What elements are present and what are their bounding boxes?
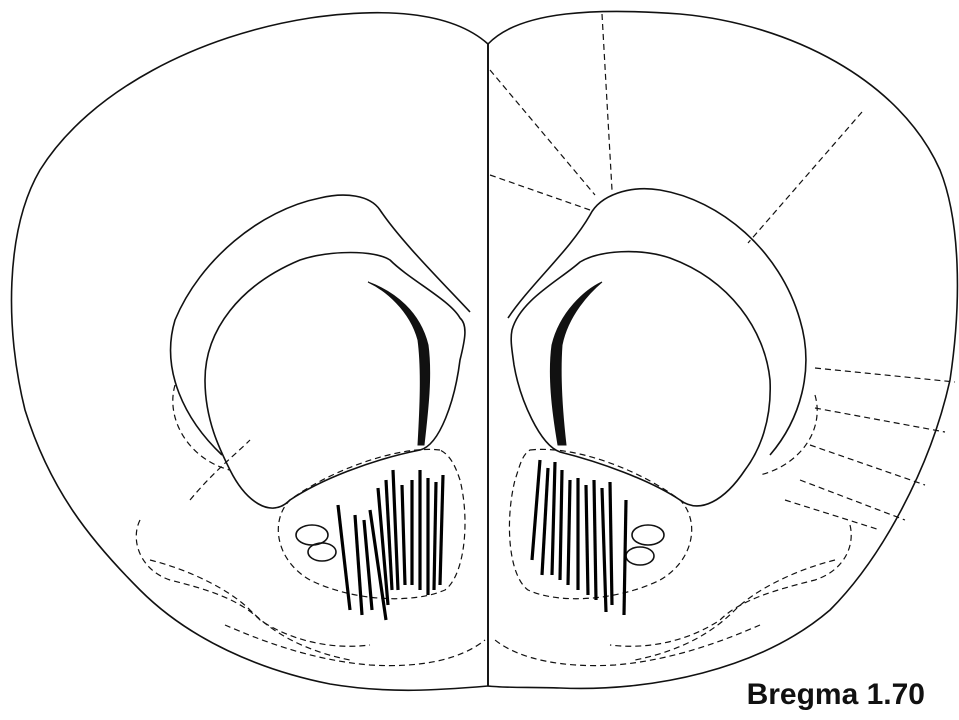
electrode-track: [532, 460, 540, 560]
left-lateral-ventricle: [368, 282, 430, 445]
right-anterior-commissure: [632, 525, 664, 545]
left-anterior-commissure: [296, 525, 328, 545]
electrode-track: [402, 485, 405, 585]
electrode-track: [602, 488, 606, 612]
electrode-track: [586, 485, 588, 595]
left-hemisphere-outline: [11, 13, 488, 691]
left-anterior-commissure-lower: [308, 543, 336, 561]
right-anterior-commissure-lower: [626, 547, 654, 565]
electrode-track: [568, 480, 570, 585]
right-accumbens-region: [509, 449, 691, 598]
electrode-track: [594, 480, 596, 600]
left-electrode-tracks: [338, 470, 443, 620]
electrode-track: [610, 482, 612, 605]
electrode-track: [440, 475, 443, 585]
electrode-track: [338, 505, 350, 610]
electrode-track: [624, 500, 626, 615]
electrode-track: [434, 482, 436, 590]
right-striatum-outline: [511, 252, 770, 506]
right-electrode-tracks: [532, 460, 626, 615]
electrode-track: [552, 462, 555, 575]
electrode-track: [560, 470, 562, 580]
electrode-track: [393, 470, 398, 590]
right-ventral-contours: [495, 395, 851, 666]
bregma-label: Bregma 1.70: [747, 678, 925, 712]
electrode-track: [355, 515, 362, 615]
electrode-track: [542, 468, 548, 575]
right-lateral-ventricle: [550, 282, 602, 445]
